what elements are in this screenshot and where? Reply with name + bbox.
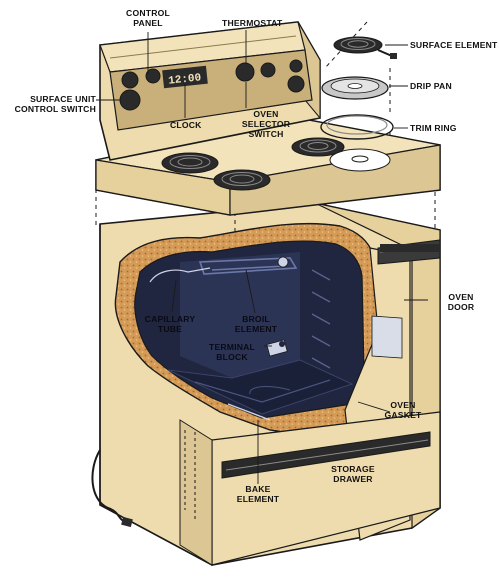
label-trim-ring: TRIM RING: [410, 123, 457, 133]
label-capillary-tube: CAPILLARY TUBE: [144, 314, 196, 334]
burner-front-right: [291, 137, 345, 157]
clock-display-box: [162, 65, 208, 89]
burner-back-left: [213, 169, 271, 191]
oven-door-handle: [380, 244, 440, 252]
knobs-left: [119, 68, 161, 111]
label-thermostat: THERMOSTAT: [222, 18, 283, 28]
trim-ring-part: [320, 114, 394, 140]
burner-back-right-empty: [329, 148, 391, 172]
control-panel-part: 12:00: [99, 21, 321, 161]
broil-element-part: [198, 257, 298, 275]
label-storage-drawer: STORAGE DRAWER: [331, 464, 375, 484]
drip-pan-part: [321, 76, 389, 100]
label-oven-selector-switch: OVEN SELECTOR SWITCH: [241, 109, 291, 139]
label-surface-unit-control-switch: SURFACE UNIT CONTROL SWITCH: [14, 94, 96, 114]
label-drip-pan: DRIP PAN: [410, 81, 452, 91]
label-terminal-block: TERMINAL BLOCK: [209, 342, 255, 362]
power-cord: [91, 449, 127, 523]
leader-lines: [96, 30, 428, 484]
label-oven-door: OVEN DOOR: [447, 292, 475, 312]
storage-drawer-part: [211, 411, 441, 566]
label-clock: CLOCK: [170, 120, 202, 130]
clock-display: 12:00: [168, 72, 202, 87]
label-bake-element: BAKE ELEMENT: [236, 484, 280, 504]
label-broil-element: BROIL ELEMENT: [234, 314, 278, 334]
label-surface-element: SURFACE ELEMENT: [410, 40, 498, 50]
surface-element-part: [333, 36, 397, 59]
bake-element-part: [227, 403, 271, 421]
burner-front-left: [161, 152, 219, 174]
surface-element-assembly: [320, 36, 397, 140]
label-control-panel: CONTROL PANEL: [126, 8, 170, 28]
knobs-right: [235, 59, 305, 93]
terminal-block-part: [266, 339, 288, 357]
label-oven-gasket: OVEN GASKET: [384, 400, 422, 420]
lower-cabinet: [91, 419, 213, 566]
